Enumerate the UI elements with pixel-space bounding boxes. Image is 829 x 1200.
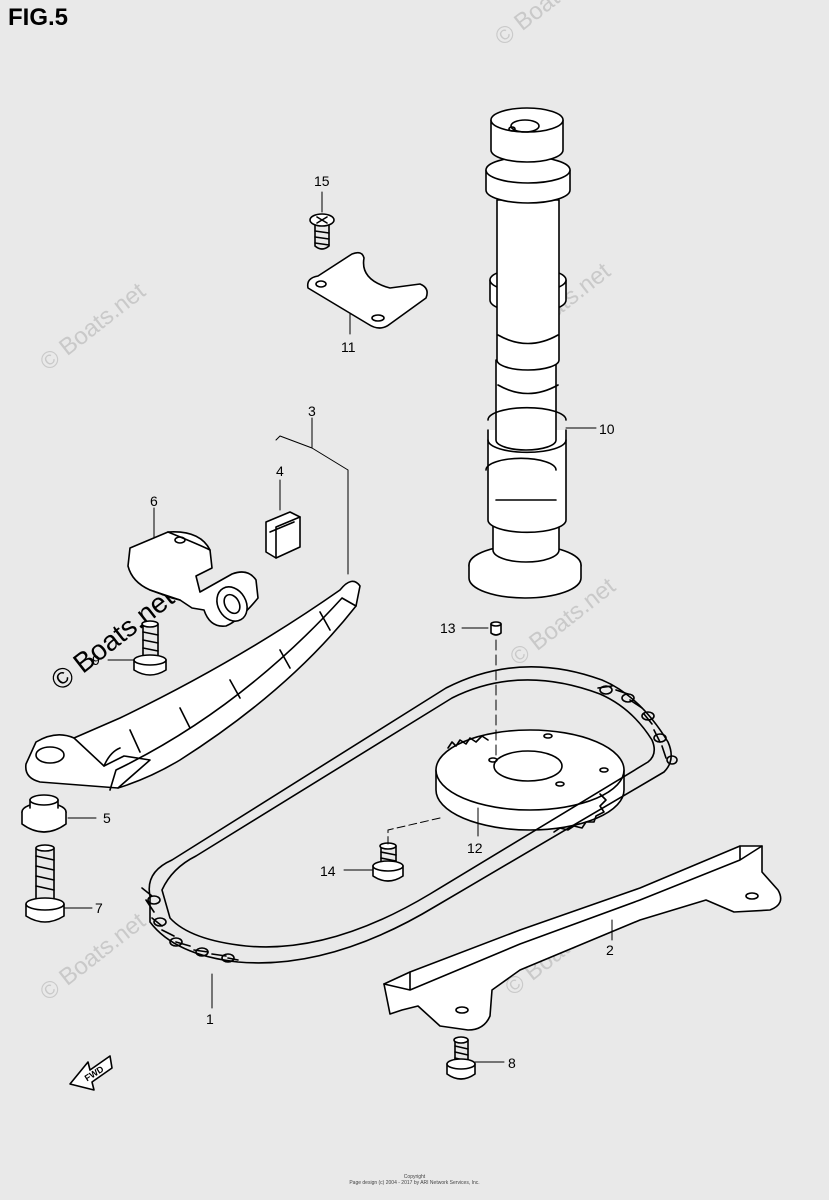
clip-4[interactable] [265, 511, 301, 559]
callout-10: 10 [599, 421, 615, 437]
callout-13: 13 [440, 620, 456, 636]
bolt-9[interactable] [133, 620, 167, 676]
callout-14: 14 [320, 863, 336, 879]
screw-15[interactable] [309, 213, 335, 250]
callout-2: 2 [606, 942, 614, 958]
callout-8: 8 [508, 1055, 516, 1071]
bolt-7[interactable] [25, 844, 65, 923]
chain-guide-2[interactable] [383, 845, 782, 1031]
tensioner-6[interactable] [127, 531, 259, 627]
callout-15: 15 [314, 173, 330, 189]
callout-7: 7 [95, 900, 103, 916]
camshaft[interactable] [468, 107, 582, 599]
callout-11: 11 [341, 339, 356, 355]
timing-chain-1[interactable] [141, 665, 678, 964]
chain-guide-3[interactable] [24, 580, 361, 791]
callout-1: 1 [206, 1011, 214, 1027]
callout-4: 4 [276, 463, 284, 479]
sprocket-12[interactable] [435, 729, 625, 833]
footer-copyright: Copyright [403, 1174, 426, 1180]
forward-arrow-icon [69, 1055, 113, 1091]
bolt-8[interactable] [446, 1036, 476, 1080]
bolt-14[interactable] [372, 842, 404, 882]
callout-labels: 1 2 3 4 5 6 7 8 9 10 11 12 13 14 15 FWD [83, 173, 615, 1083]
bushing-5[interactable] [21, 794, 67, 833]
callout-6: 6 [150, 493, 158, 509]
callout-12: 12 [467, 840, 483, 856]
figure-title: FIG.5 [8, 4, 69, 31]
dowel-pin-13[interactable] [490, 621, 502, 636]
callout-9: 9 [92, 652, 100, 668]
plate-11[interactable] [306, 251, 428, 329]
footer-page-design: Page design (c) 2004 - 2017 by ARI Netwo… [349, 1180, 480, 1186]
callout-5: 5 [103, 810, 111, 826]
callout-3: 3 [308, 403, 316, 419]
